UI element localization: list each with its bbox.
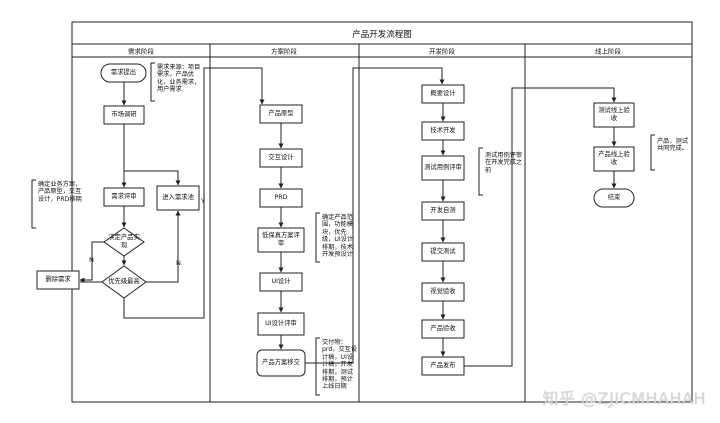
watermark: 知乎 @ZJICMHAHAH [542, 389, 706, 408]
node-tech-dev [421, 121, 465, 141]
node-ui-accept [421, 282, 465, 302]
node-end [593, 188, 635, 208]
node-submit-test [421, 242, 465, 262]
edge-label-yes: Y [200, 197, 205, 205]
node-product-release [421, 356, 465, 376]
node-market-research [103, 105, 145, 125]
lane-header-requirement: 需求阶段 [128, 47, 155, 56]
edge-label-no-1: N [89, 256, 94, 264]
node-lowfi-review [257, 227, 305, 253]
node-ui-review [257, 312, 305, 336]
diagram-frame [71, 21, 693, 403]
node-testcase-review [421, 155, 465, 181]
node-prototype [259, 104, 303, 124]
lane-header-solution: 方案阶段 [271, 47, 298, 56]
note-deliverables: 交付物：prd，交互设计稿，UI设计稿，开发排期，测试排期，预计上线日期 [322, 339, 358, 391]
node-product-online-accept [593, 146, 635, 172]
node-test-online-accept [593, 102, 635, 128]
node-need-submit [100, 63, 147, 83]
edge-label-no-2: N [176, 259, 181, 267]
diagram-title: 产品开发流程图 [352, 29, 412, 40]
node-interaction [259, 148, 303, 168]
node-delete-need [36, 270, 80, 290]
lane-header-online: 线上阶段 [595, 47, 622, 56]
note-testcase: 测试用例评审在开发完成之前 [485, 152, 523, 174]
note-confirm-scope: 确定产品范围，功能模块，优先级，UI设计排期，技术开发预设计 [322, 214, 354, 259]
node-need-pool [156, 185, 200, 211]
note-confirm-need: 确定业务方案，产品原型，交互设计，PRD排期 [38, 181, 82, 203]
node-product-accept [421, 319, 465, 339]
node-prd [259, 188, 303, 208]
node-outline-design [421, 84, 465, 104]
lane-header-development: 开发阶段 [429, 47, 456, 56]
note-need-source: 需求来源：项目需求，产品优化，业务需求，用户需求 [157, 64, 201, 94]
node-need-review [103, 187, 145, 207]
node-ui-design [259, 272, 303, 292]
note-online: 产品，测试共同完成。 [657, 138, 688, 153]
node-dev-selftest [421, 201, 465, 221]
node-product-handoff [256, 349, 306, 377]
